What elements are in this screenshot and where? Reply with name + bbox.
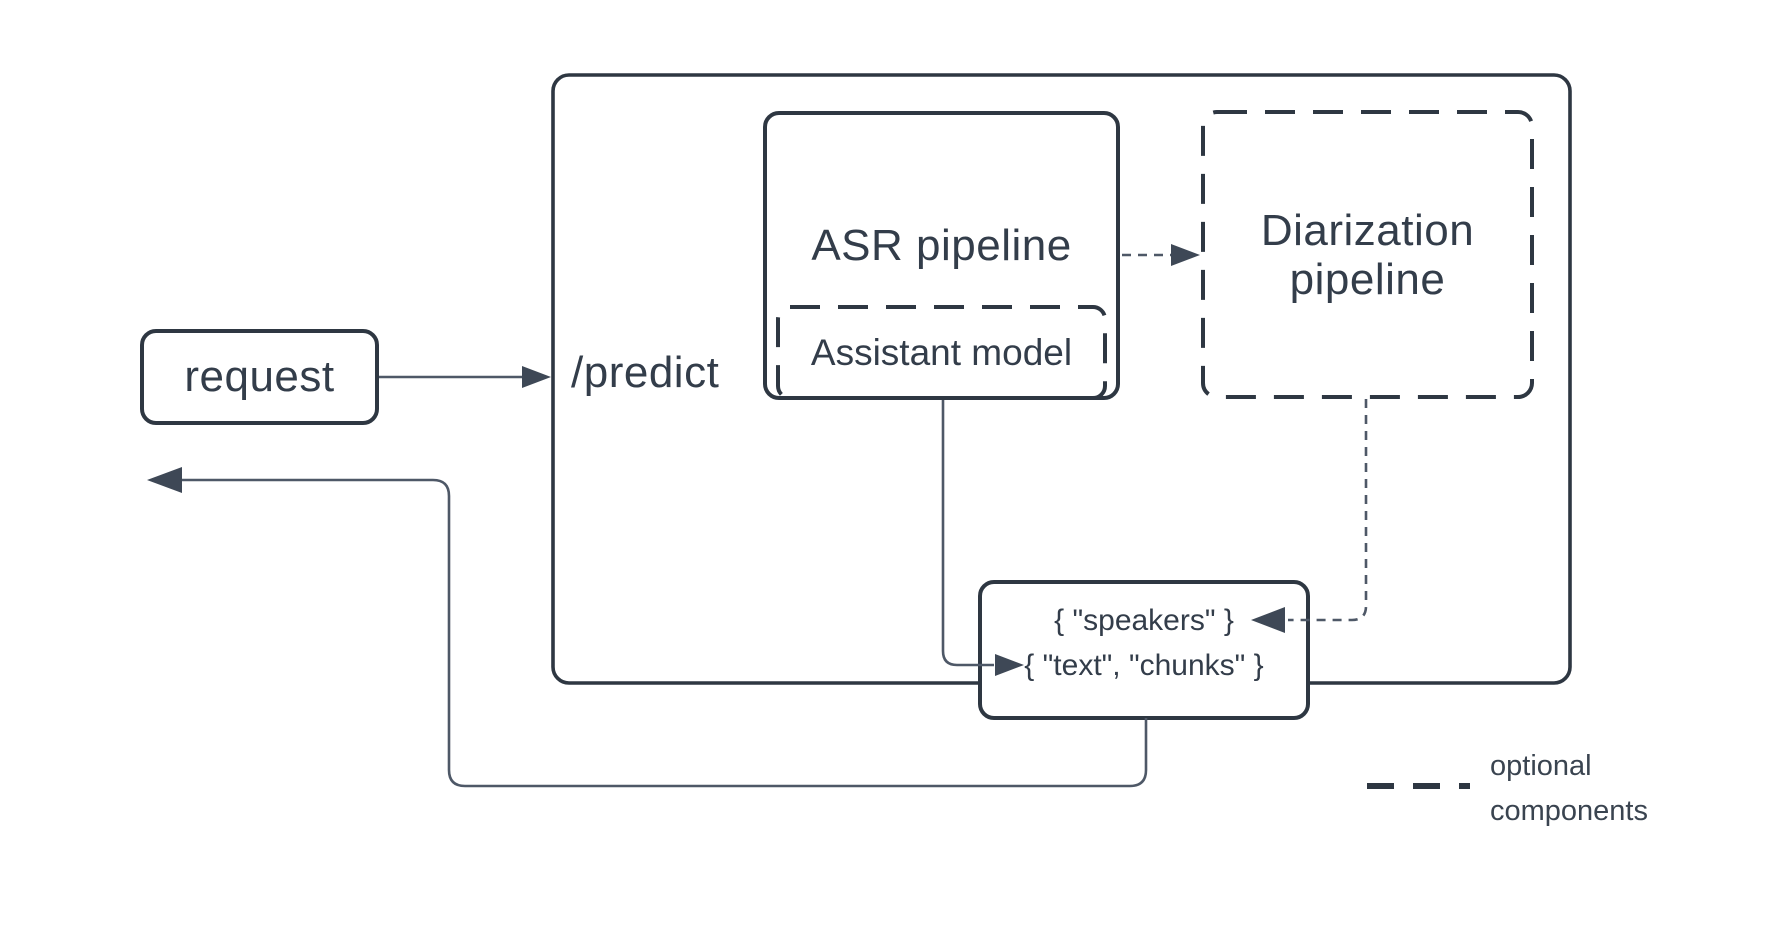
arrowhead-diarization-to-output <box>1251 607 1285 633</box>
diarization-label-line1: Diarization <box>1260 205 1475 255</box>
legend-label-line2: components <box>1490 795 1648 827</box>
output-label: { "speakers" } { "text", "chunks" } <box>980 575 1308 711</box>
asr-pipeline-label: ASR pipeline <box>811 221 1072 270</box>
diarization-label-line2: pipeline <box>1289 254 1446 304</box>
legend-label-line1: optional <box>1490 750 1592 782</box>
request-label: request <box>184 352 335 401</box>
diarization-pipeline-label: Diarization pipeline <box>1203 112 1532 397</box>
edge-assistant-to-output <box>941 400 994 667</box>
assistant-model-box <box>776 305 1107 400</box>
request-box <box>140 329 379 425</box>
arrowhead-output-to-response <box>147 467 182 493</box>
arrowhead-request-to-predict <box>522 366 551 388</box>
asr-pipeline-box <box>763 111 1120 400</box>
edge-output-to-response <box>181 478 1148 788</box>
legend-label: optional components <box>1490 744 1648 834</box>
output-box <box>978 580 1310 720</box>
output-speakers-line: { "speakers" } <box>1054 604 1234 637</box>
arrowhead-assistant-to-output <box>995 654 1024 676</box>
arrowhead-asr-to-diarization <box>1171 244 1200 266</box>
output-text-chunks-line: { "text", "chunks" } <box>1024 649 1264 682</box>
diarization-pipeline-box <box>1201 110 1534 399</box>
predict-label: /predict <box>571 348 720 397</box>
assistant-model-label: Assistant model <box>810 331 1073 373</box>
edge-diarization-to-output <box>1288 399 1368 622</box>
